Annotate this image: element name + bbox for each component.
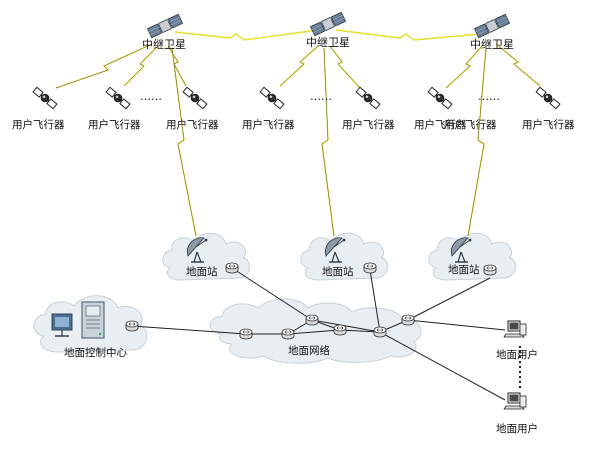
aircraft-icon	[427, 86, 453, 110]
router-icon	[483, 264, 497, 276]
aircraft-7: 用户飞行器	[444, 118, 497, 131]
satellite-3: 中继卫星	[470, 13, 514, 51]
aircraft-4: 用户飞行器	[242, 86, 295, 131]
aircraft-label: 用户飞行器	[88, 118, 141, 131]
satellite-label: 中继卫星	[470, 38, 514, 51]
ellipsis-group-1: ……	[140, 90, 162, 103]
ellipsis-group-3: ……	[478, 90, 500, 103]
router-icon	[305, 314, 319, 326]
computer-icon	[503, 320, 527, 338]
aircraft-5: 用户飞行器	[342, 86, 395, 131]
ground-user-1: 地面用户	[496, 320, 538, 361]
wireless-links	[55, 29, 541, 237]
computer-icon	[503, 392, 527, 410]
aircraft-label: 用户飞行器	[522, 118, 575, 131]
ellipsis-group-2: ……	[310, 90, 332, 103]
monitor-icon	[51, 313, 73, 337]
router-icon	[225, 262, 239, 274]
aircraft-icon	[105, 86, 131, 110]
ground-user-2: 地面用户	[496, 392, 538, 435]
aircraft-icon	[182, 86, 208, 110]
satellite-icon	[309, 11, 347, 37]
aircraft-icon	[32, 86, 58, 110]
satellite-label: 中继卫星	[142, 38, 186, 51]
wired-links	[131, 267, 521, 401]
aircraft-6: 用户飞行器	[414, 86, 467, 131]
aircraft-icon	[355, 86, 381, 110]
router-icon	[333, 324, 347, 336]
router-icon	[125, 320, 139, 332]
ground-user-label: 地面用户	[496, 422, 538, 435]
aircraft-icon	[259, 86, 285, 110]
ground-control-center: 地面控制中心	[51, 301, 139, 359]
satellite-1: 中继卫星	[142, 13, 186, 51]
ground-network: 地面网络	[239, 314, 415, 357]
aircraft-label: 用户飞行器	[414, 118, 467, 131]
aircraft-3: 用户飞行器	[166, 86, 219, 131]
router-icon	[401, 314, 415, 326]
router-icon	[373, 326, 387, 338]
ground-user-label: 地面用户	[496, 348, 538, 361]
router-icon	[239, 328, 253, 340]
aircraft-8: 用户飞行器	[522, 86, 575, 131]
router-icon	[281, 328, 295, 340]
aircraft-label: 用户飞行器	[242, 118, 295, 131]
ground-station-1: 地面站	[186, 237, 239, 278]
router-icon	[363, 262, 377, 274]
aircraft-label: 用户飞行器	[166, 118, 219, 131]
wireless-links-dark	[55, 43, 541, 237]
satellite-label: 中继卫星	[306, 36, 350, 49]
satellite-icon	[146, 13, 184, 39]
ground-station-label: 地面站	[186, 265, 218, 278]
satellite-2: 中继卫星	[306, 11, 350, 49]
server-icon	[81, 301, 105, 339]
ground-station-label: 地面站	[448, 263, 480, 276]
aircraft-label: 用户飞行器	[444, 118, 497, 131]
ground-station-label: 地面站	[322, 265, 354, 278]
control-center-label: 地面控制中心	[64, 346, 127, 359]
aircraft-icon	[535, 86, 561, 110]
ground-station-2: 地面站	[322, 237, 377, 278]
aircraft-label: 用户飞行器	[342, 118, 395, 131]
aircraft-1: 用户飞行器	[12, 86, 65, 131]
cloud-ground-network	[209, 298, 422, 364]
aircraft-2: 用户飞行器	[88, 86, 141, 131]
satellite-icon	[473, 13, 511, 39]
ground-network-label: 地面网络	[288, 344, 330, 357]
ground-station-3: 地面站	[448, 237, 497, 276]
aircraft-label: 用户飞行器	[12, 118, 65, 131]
